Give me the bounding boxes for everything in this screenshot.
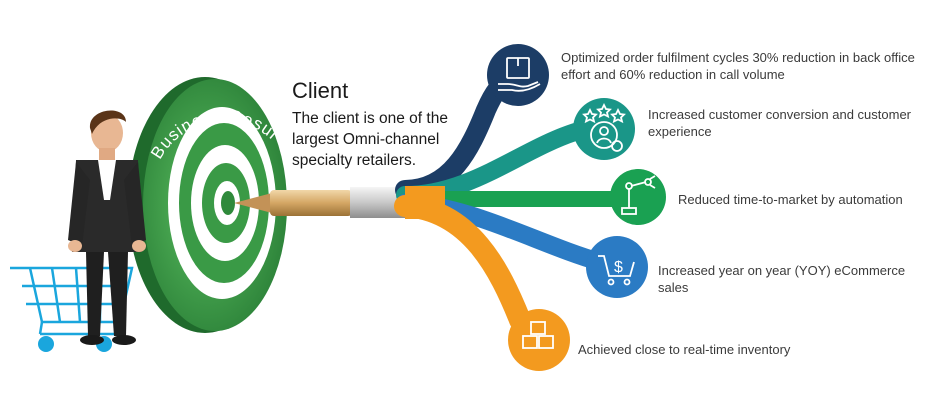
- result-circle-4: [508, 309, 570, 371]
- result-text-0: Optimized order fulfilment cycles 30% re…: [561, 50, 915, 82]
- man-right-leg: [108, 252, 128, 336]
- result-circle-1: [573, 98, 635, 160]
- client-title: Client: [292, 78, 349, 103]
- target-board: Business Result: [0, 0, 287, 333]
- man-right-arm: [124, 162, 146, 246]
- client-description: The client is one of the largest Omni-ch…: [292, 110, 448, 169]
- cart-grid-line: [74, 267, 82, 323]
- man-shirt: [98, 160, 116, 200]
- result-circle-1-bg: [573, 98, 635, 160]
- man-hair: [89, 110, 126, 134]
- result-circle-0: [487, 44, 549, 106]
- cart-wheel-left: [38, 336, 54, 352]
- branch-junction: [405, 186, 445, 219]
- hand-box-icon: [498, 57, 541, 92]
- svg-text:$: $: [614, 259, 623, 276]
- customer-stars-icon: [582, 102, 626, 152]
- man-left-leg: [86, 252, 104, 336]
- cart-grid-line: [50, 267, 62, 323]
- pen-gold-body: [270, 190, 352, 216]
- result-circle-0-bg: [487, 44, 549, 106]
- man-right-shoe: [112, 335, 136, 345]
- result-circle-3-bg: [586, 236, 648, 298]
- result-circle-2: [610, 169, 666, 225]
- man-left-arm: [68, 162, 90, 246]
- cart-dollar-icon: $: [598, 255, 635, 286]
- cart-leg: [38, 321, 44, 335]
- man-right-hand: [132, 240, 146, 252]
- result-text-4: Achieved close to real-time inventory: [578, 342, 791, 357]
- target-bullseye: [221, 191, 235, 215]
- result-text-2: Reduced time-to-market by automation: [678, 192, 903, 207]
- result-circle-2-bg: [610, 169, 666, 225]
- result-text-3: Increased year on year (YOY) eCommerce s…: [658, 263, 906, 295]
- man-neck: [99, 148, 115, 160]
- man-left-shoe: [80, 335, 104, 345]
- robot-arm-icon: [621, 175, 656, 215]
- pen-nib: [234, 193, 272, 213]
- man-left-hand: [68, 240, 82, 252]
- result-text-1: Increased customer conversion and custom…: [648, 107, 912, 139]
- result-circle-3: $: [586, 236, 648, 298]
- stacked-boxes-icon: [522, 321, 554, 349]
- businessman: [68, 110, 146, 345]
